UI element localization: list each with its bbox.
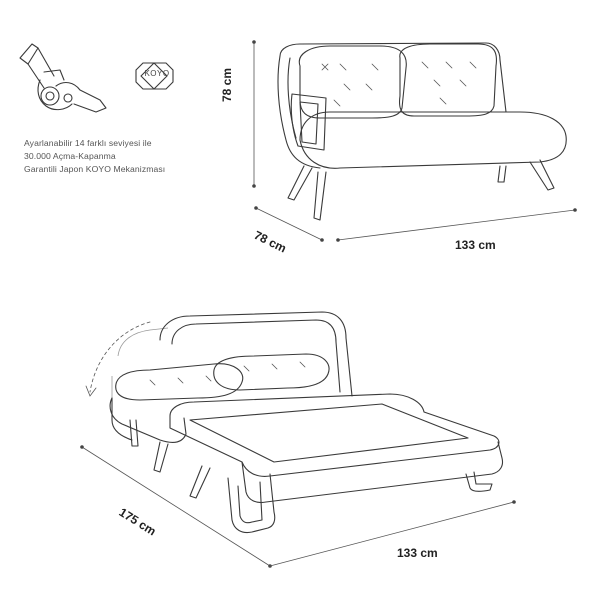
bed-width-label: 133 cm	[397, 546, 438, 560]
recliner-mechanism-icon	[19, 43, 107, 113]
koyo-badge	[135, 62, 174, 90]
sofa-drawing	[252, 40, 577, 242]
mechanism-caption: Ayarlanabilir 14 farklı seviyesi ile 30.…	[24, 137, 224, 176]
sofa-bed-drawing	[80, 311, 516, 568]
caption-line-1: Ayarlanabilir 14 farklı seviyesi ile	[24, 138, 152, 148]
caption-line-2: 30.000 Açma-Kapanma	[24, 151, 116, 161]
sofa-width-label: 133 cm	[455, 238, 496, 252]
caption-line-3: Garantili Japon KOYO Mekanizması	[24, 164, 166, 174]
koyo-badge-label: KOYO	[144, 69, 170, 78]
sofa-height-label: 78 cm	[220, 67, 234, 102]
